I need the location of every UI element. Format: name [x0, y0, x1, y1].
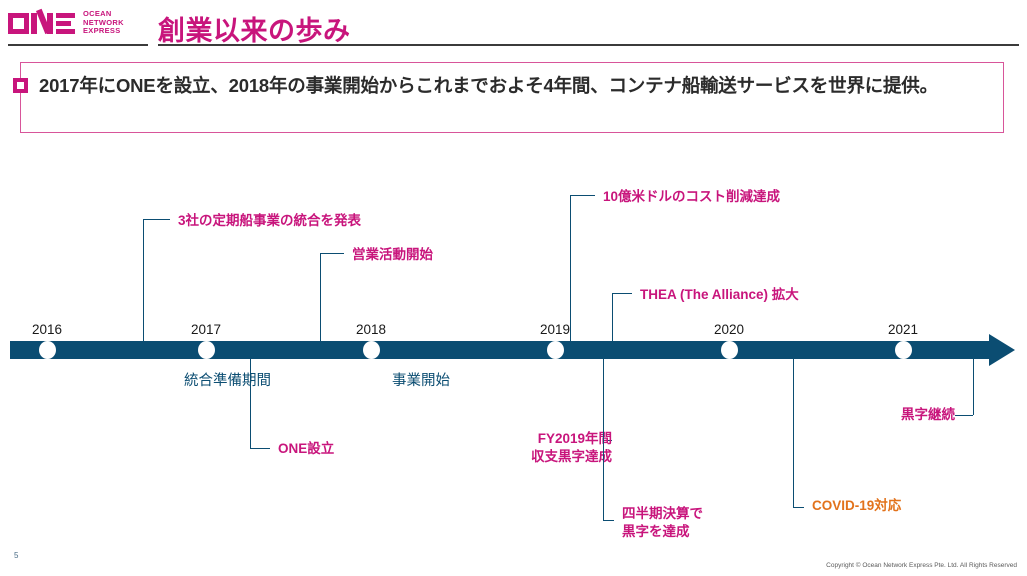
logo-word-network: NETWORK	[83, 17, 124, 27]
timeline-year-2017: 2017	[190, 322, 222, 337]
event-label: 黒字継続	[901, 407, 955, 422]
page-number: 5	[14, 551, 19, 560]
event-connector-vertical	[793, 359, 795, 507]
header-divider-left	[8, 44, 148, 46]
event-label: ONE設立	[278, 441, 335, 456]
timeline-node-2020[interactable]	[720, 341, 738, 359]
event-connector-elbow	[955, 415, 973, 417]
timeline-year-2019: 2019	[539, 322, 571, 337]
summary-text: 2017年にONEを設立、2018年の事業開始からこれまでおよそ4年間、コンテナ…	[39, 75, 938, 96]
logo-word-express: EXPRESS	[83, 26, 121, 36]
timeline-node-2019[interactable]	[546, 341, 564, 359]
logo-letter-e-icon	[56, 12, 75, 34]
timeline-year-2016: 2016	[31, 322, 63, 337]
event-label-line: 四半期決算で	[622, 506, 703, 521]
page-title: 創業以来の歩み	[158, 16, 351, 46]
timeline-node-2016[interactable]	[38, 341, 56, 359]
event-connector-elbow	[143, 219, 170, 221]
event-connector-vertical	[612, 293, 614, 341]
event-connector-vertical	[143, 219, 145, 341]
event-connector-vertical	[320, 253, 322, 341]
timeline-year-2021: 2021	[887, 322, 919, 337]
logo-mark	[8, 8, 75, 34]
timeline-arrow-icon	[989, 334, 1015, 366]
event-connector-vertical	[250, 359, 252, 448]
timeline-period-label: 事業開始	[392, 373, 450, 389]
logo-wordmark: OCEAN NETWORK EXPRESS	[83, 10, 124, 36]
event-label-line: FY2019年間	[537, 431, 612, 446]
timeline-year-2020: 2020	[713, 322, 745, 337]
copyright-notice: Copyright © Ocean Network Express Pte. L…	[826, 562, 1017, 569]
header-divider-right	[158, 44, 1019, 46]
timeline-node-2021[interactable]	[894, 341, 912, 359]
event-label: 四半期決算で黒字を達成	[622, 505, 703, 541]
event-label: 3社の定期船事業の統合を発表	[178, 213, 362, 228]
event-connector-elbow	[603, 520, 614, 522]
event-label-line: 黒字を達成	[622, 524, 690, 539]
bullet-square-icon	[13, 78, 28, 93]
event-label: COVID-19対応	[812, 498, 902, 513]
event-connector-vertical	[973, 359, 975, 415]
logo-word-ocean: OCEAN	[83, 9, 112, 19]
timeline-bar	[10, 341, 990, 359]
event-connector-vertical	[603, 359, 605, 520]
logo-letter-o-icon	[8, 12, 29, 34]
one-logo: OCEAN NETWORK EXPRESS	[8, 6, 148, 40]
event-connector-elbow	[793, 507, 804, 509]
summary-box: 2017年にONEを設立、2018年の事業開始からこれまでおよそ4年間、コンテナ…	[13, 62, 1004, 133]
event-connector-elbow	[570, 195, 595, 197]
event-label: 営業活動開始	[352, 247, 433, 262]
event-connector-vertical	[570, 195, 572, 341]
event-connector-elbow	[320, 253, 344, 255]
logo-letter-n-icon	[31, 8, 53, 34]
event-label: FY2019年間収支黒字達成	[531, 430, 612, 466]
event-label-line: 収支黒字達成	[531, 449, 612, 464]
timeline-node-2018[interactable]	[362, 341, 380, 359]
event-label: 10億米ドルのコスト削減達成	[603, 189, 781, 204]
timeline-node-2017[interactable]	[197, 341, 215, 359]
event-label: THEA (The Alliance) 拡大	[640, 287, 799, 302]
event-connector-elbow	[250, 448, 270, 450]
timeline-period-label: 統合準備期間	[184, 373, 271, 389]
event-connector-elbow	[603, 440, 612, 442]
timeline-year-2018: 2018	[355, 322, 387, 337]
event-connector-elbow	[612, 293, 632, 295]
